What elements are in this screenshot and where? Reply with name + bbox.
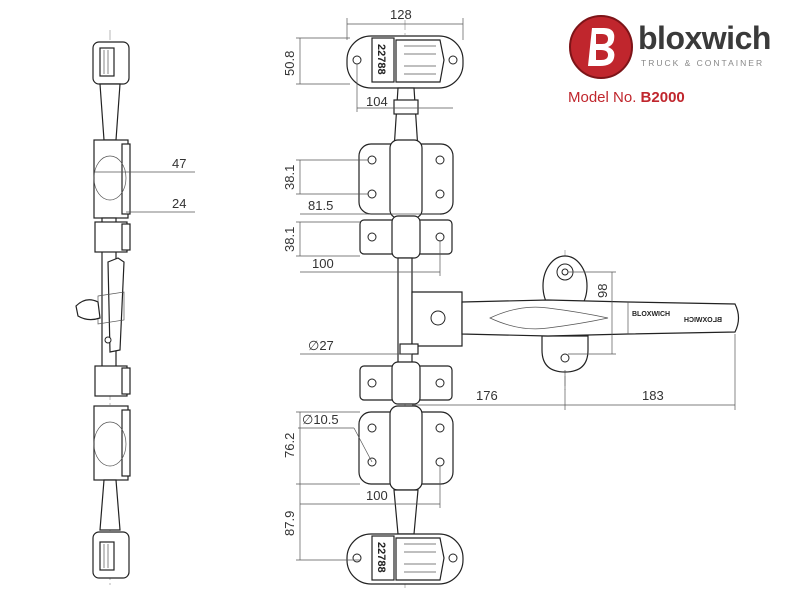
- front-dimensions: 128 50.8 104 38.1 81.5 38.1 100 ∅27 98: [282, 7, 736, 561]
- dim-bracket-hole-pitch: 81.5: [308, 198, 333, 213]
- dim-hole-diameter: ∅10.5: [302, 412, 339, 427]
- dim-guide-hole-pitch: 100: [312, 256, 334, 271]
- model-label: Model No.: [568, 89, 637, 106]
- handle-bar: [461, 299, 740, 337]
- front-view: 22788: [346, 20, 464, 590]
- handle-brand: BLOXWICH: [632, 311, 670, 318]
- dim-rod-diameter: ∅27: [308, 338, 334, 353]
- dim-cam-to-bracket: 87.9: [282, 511, 297, 536]
- dim-lower-bracket-hole-pitch: 100: [366, 488, 388, 503]
- side-view: [75, 30, 131, 585]
- dim-keeper-height: 50.8: [282, 51, 297, 76]
- brand-name: bloxwich: [638, 20, 771, 56]
- brand-logo: bloxwich TRUCK & CONTAINER: [568, 14, 783, 80]
- keeper-code-bottom: 22788: [375, 542, 387, 573]
- dim-handle-offset: 176: [476, 388, 498, 403]
- brand-tagline: TRUCK & CONTAINER: [641, 58, 765, 68]
- keeper-code-top: 22788: [375, 44, 387, 75]
- dim-side-offset-2: 24: [172, 196, 186, 211]
- model-number: Model No. B2000: [568, 89, 685, 106]
- dim-handle-length: 183: [642, 388, 664, 403]
- dim-handle-holder-height: 98: [595, 284, 610, 298]
- side-dimensions: 47 24: [94, 156, 195, 213]
- bloxwich-b-logo-icon: [569, 15, 633, 79]
- handle-brand-mirrored: BLOXWICH: [684, 317, 722, 324]
- model-code: B2000: [640, 89, 685, 106]
- dim-side-offset-1: 47: [172, 156, 186, 171]
- dim-guide-height: 38.1: [282, 227, 297, 252]
- dim-lower-bracket-height: 76.2: [282, 433, 297, 458]
- handle: BLOXWICH BLOXWICH: [461, 250, 740, 390]
- dim-keeper-width: 128: [390, 7, 412, 22]
- dim-keeper-hole-pitch: 104: [366, 94, 388, 109]
- dim-bracket-height: 38.1: [282, 165, 297, 190]
